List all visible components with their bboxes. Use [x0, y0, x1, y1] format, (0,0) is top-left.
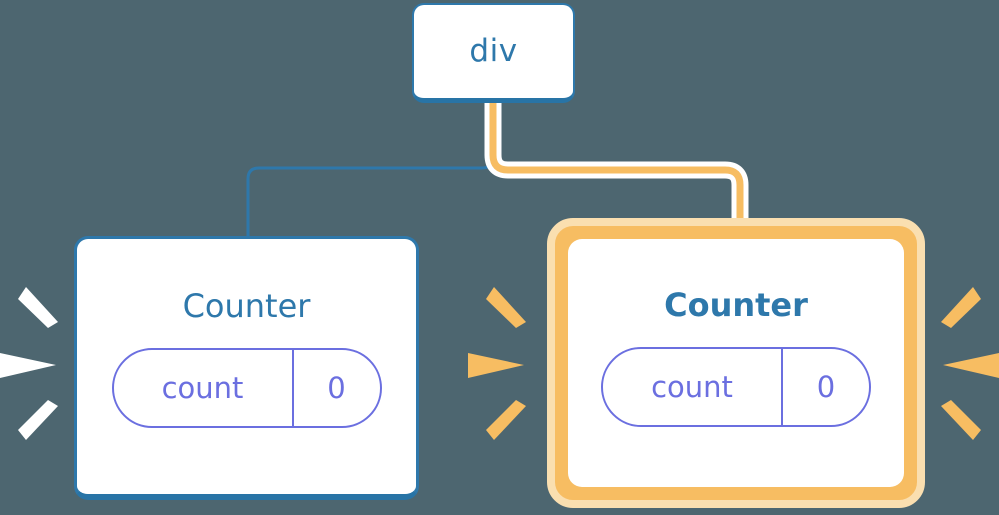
- sparkle-ray-lower: [18, 400, 58, 440]
- prop-value-label: 0: [291, 350, 380, 426]
- node-counter-left-title: Counter: [182, 287, 311, 325]
- sparkle-ray-upper: [18, 287, 58, 328]
- node-counter-right-title: Counter: [664, 286, 808, 324]
- sparkle-ray-middle: [468, 353, 524, 378]
- node-div[interactable]: div: [412, 3, 575, 103]
- node-div-title: div: [469, 33, 518, 69]
- sparkle-ray-middle: [0, 353, 56, 378]
- edge-div-to-counter-left: [246, 101, 495, 238]
- sparkle-ray-lower: [941, 400, 981, 440]
- sparkle-ray-lower: [486, 400, 526, 440]
- node-counter-left[interactable]: Counter count 0: [74, 236, 419, 500]
- prop-key-label: count: [651, 369, 733, 404]
- node-counter-right[interactable]: Counter count 0: [547, 218, 925, 508]
- prop-value-label: 0: [781, 349, 869, 425]
- sparkle-left-outer: [0, 282, 62, 444]
- sparkle-left-inner: [468, 282, 530, 444]
- prop-key-label: count: [161, 370, 244, 405]
- node-counter-right-card: Counter count 0: [568, 239, 904, 487]
- sparkle-ray-middle: [943, 353, 999, 378]
- prop-pill-count-right: count 0: [601, 347, 871, 427]
- edge-div-to-counter-right-halo: [484, 103, 749, 226]
- sparkle-ray-upper: [486, 287, 526, 328]
- sparkle-ray-upper: [941, 287, 981, 328]
- sparkle-right: [937, 282, 999, 444]
- prop-pill-count-left: count 0: [111, 348, 382, 428]
- edge-div-to-counter-right: [489, 103, 744, 226]
